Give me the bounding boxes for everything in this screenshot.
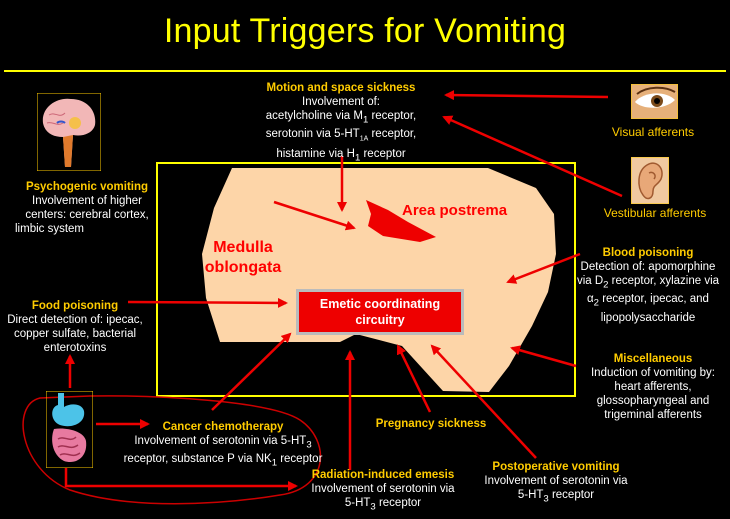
blood-poisoning-label: Blood poisoning Detection of: apomorphin… (568, 246, 728, 325)
postop-line2: 5-HT (517, 489, 544, 501)
food-line3: enterotoxins (43, 342, 107, 354)
arrow-blood (506, 252, 581, 284)
postop-heading: Postoperative vomiting (492, 461, 620, 473)
blood-line3-post: receptor, ipecac, and (599, 293, 709, 306)
blood-line4: lipopolysaccharide (600, 311, 696, 324)
brain-icon (36, 92, 102, 172)
arrow-pregnancy (396, 344, 432, 413)
blood-line3-greek: α (587, 293, 594, 306)
radiation-line2-post: receptor (375, 497, 422, 509)
medulla-label-line1: Medulla (213, 239, 273, 256)
cancer-heading: Cancer chemotherapy (162, 421, 284, 433)
arrow-psychogenic (273, 200, 356, 231)
blood-line2: via D (576, 275, 604, 287)
motion-line4-post: receptor (360, 147, 406, 160)
visual-afferents-label: Visual afferents (611, 125, 695, 139)
postop-line1: Involvement of serotonin via (484, 475, 628, 487)
psychogenic-heading: Psychogenic vomiting (25, 181, 149, 193)
arrow-misc (510, 345, 577, 368)
psychogenic-line3: limbic system (15, 223, 85, 235)
cancer-line2-post: receptor (277, 453, 323, 466)
motion-heading: Motion and space sickness (266, 82, 416, 94)
misc-line4: trigeminal afferents (604, 409, 702, 421)
blood-line2-post: receptor, xylazine via (608, 275, 720, 287)
psychogenic-line1: Involvement of higher (32, 195, 142, 207)
arrow-postop (430, 344, 537, 459)
pregnancy-sickness-label: Pregnancy sickness (375, 418, 487, 430)
page-title: Input Triggers for Vomiting (163, 12, 567, 50)
motion-label: Motion and space sickness Involvement of… (236, 81, 446, 165)
cancer-line1: Involvement of serotonin via 5-HT (134, 435, 307, 447)
motion-line2: acetylcholine via M (265, 110, 363, 122)
food-line2: copper sulfate, bacterial (13, 328, 137, 340)
blood-heading: Blood poisoning (602, 247, 694, 259)
arrow-gut-to-radiation (64, 468, 298, 491)
vestibular-afferents-label: Vestibular afferents (603, 206, 707, 220)
blood-line2-sub: 2 (603, 279, 609, 291)
medulla-label: Medulla oblongata (188, 238, 298, 278)
cancer-line2: receptor, substance P via NK (123, 453, 272, 466)
arrow-food (127, 297, 288, 308)
radiation-emesis-label: Radiation-induced emesis Involvement of … (298, 468, 468, 514)
gut-icon (45, 390, 94, 469)
misc-line3: glossopharyngeal and (596, 395, 710, 407)
arrow-vestibular (442, 115, 623, 198)
cancer-line1-sub: 3 (306, 439, 312, 451)
blood-line3-sub: 2 (593, 297, 599, 309)
motion-line3: serotonin via 5-HT (265, 128, 360, 141)
eye-icon (630, 83, 679, 120)
motion-line3-sub: 1A (359, 135, 369, 143)
area-postrema-shape (366, 200, 436, 242)
emetic-line1: Emetic coordinating (319, 297, 441, 311)
radiation-line2-sub: 3 (370, 501, 376, 513)
motion-line2-post: receptor, (368, 110, 417, 122)
radiation-line2: 5-HT (344, 497, 371, 509)
misc-line2: heart afferents, (614, 381, 692, 393)
postop-line2-sub: 3 (543, 493, 549, 505)
motion-line4-sub: 1 (354, 151, 361, 163)
emetic-line2: circuitry (355, 313, 405, 327)
misc-heading: Miscellaneous (613, 353, 693, 365)
psychogenic-label: Psychogenic vomiting Involvement of high… (2, 180, 172, 236)
postop-line2-post: receptor (548, 489, 595, 501)
motion-line3-post: receptor, (368, 128, 417, 141)
radiation-line1: Involvement of serotonin via (311, 483, 455, 495)
arrow-cancer (211, 332, 292, 411)
arrow-visual-to-motion (444, 90, 609, 101)
motion-line2-sub: 1 (362, 114, 369, 126)
psychogenic-line2: centers: cerebral cortex, (25, 209, 149, 221)
brainstem-frame (156, 162, 576, 397)
blood-line1: Detection of: apomorphine (580, 261, 716, 273)
ear-icon (630, 156, 670, 205)
cancer-chemotherapy-label: Cancer chemotherapy Involvement of serot… (118, 420, 328, 471)
gut-circle-outline (22, 395, 322, 505)
title-underline (4, 70, 726, 72)
misc-line1: Induction of vomiting by: (590, 367, 715, 379)
emetic-circuitry-box: Emetic coordinating circuitry (296, 289, 464, 335)
motion-line4: histamine via H (276, 147, 355, 160)
cancer-line2-sub: 1 (271, 457, 278, 469)
food-heading: Food poisoning (31, 300, 119, 312)
food-poisoning-label: Food poisoning Direct detection of: ipec… (0, 299, 150, 355)
postoperative-vomiting-label: Postoperative vomiting Involvement of se… (473, 460, 639, 506)
miscellaneous-label: Miscellaneous Induction of vomiting by: … (578, 352, 728, 422)
radiation-heading: Radiation-induced emesis (311, 469, 455, 481)
area-postrema-label: Area postrema (402, 202, 508, 219)
motion-line1: Involvement of: (302, 96, 380, 108)
food-line1: Direct detection of: ipecac, (7, 314, 143, 326)
medulla-label-line2: oblongata (204, 259, 282, 276)
